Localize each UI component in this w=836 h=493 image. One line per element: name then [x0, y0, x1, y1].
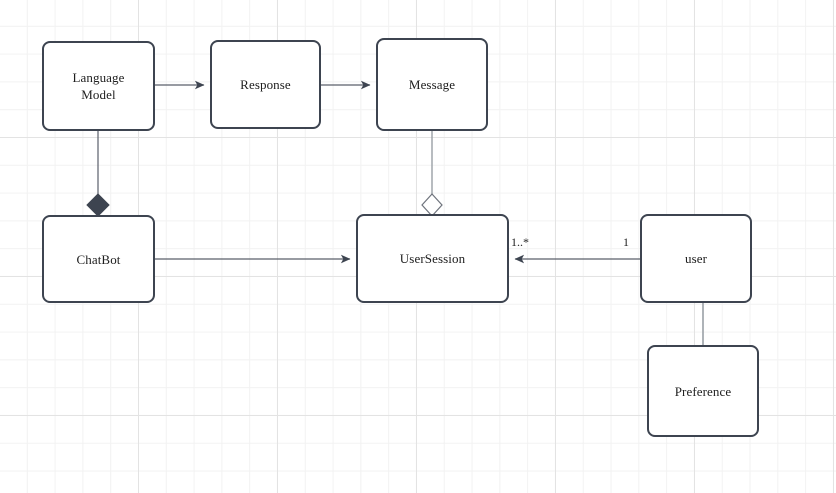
node-message[interactable]: Message	[376, 38, 488, 131]
node-user-label: user	[684, 251, 708, 266]
node-user[interactable]: user	[640, 214, 752, 303]
edge-label-multiplicity-one: 1	[623, 235, 629, 249]
filled-diamond-icon	[86, 193, 110, 217]
node-message-label: Message	[408, 77, 456, 92]
edge-language-model-to-chatbot	[86, 131, 110, 217]
node-chatbot[interactable]: ChatBot	[42, 215, 155, 303]
node-preference[interactable]: Preference	[647, 345, 759, 437]
node-language-model[interactable]: Language Model	[42, 41, 155, 131]
edge-label-multiplicity-many: 1..*	[511, 235, 529, 249]
hollow-diamond-icon	[421, 193, 443, 217]
node-response[interactable]: Response	[210, 40, 321, 129]
node-language-model-label: Language Model	[72, 69, 124, 103]
node-response-label: Response	[240, 77, 291, 92]
node-chatbot-label: ChatBot	[76, 251, 121, 267]
node-user-session-label: UserSession	[399, 251, 466, 266]
node-language-model-label-line2: Model	[81, 87, 116, 102]
node-language-model-label-line1: Language	[72, 70, 125, 85]
node-preference-label: Preference	[674, 383, 732, 399]
edge-message-to-user-session	[421, 131, 443, 217]
node-user-session[interactable]: UserSession	[356, 214, 509, 303]
